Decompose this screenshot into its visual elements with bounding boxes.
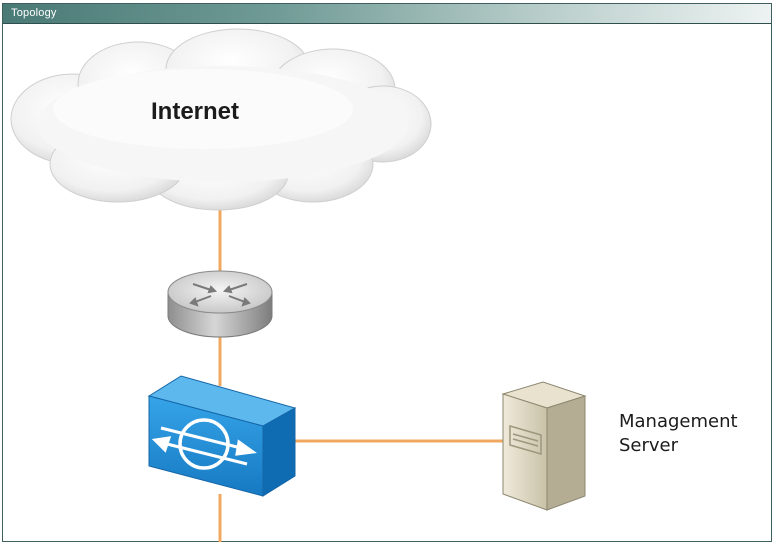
window-title: Topology — [11, 7, 57, 19]
management-server-label-line1: Management — [619, 411, 738, 432]
internet-label: Internet — [151, 98, 240, 125]
management-server-label: Management Server — [619, 410, 769, 458]
topology-canvas: Internet Management Server — [3, 24, 771, 542]
topology-window: Topology — [2, 3, 772, 542]
server-icon — [501, 381, 587, 511]
management-server-label-line2: Server — [619, 435, 679, 456]
title-bar[interactable]: Topology — [3, 4, 771, 24]
multilayer-switch-icon — [147, 375, 297, 497]
cloud-icon — [10, 28, 432, 211]
topology-diagram — [10, 28, 587, 542]
router-icon — [167, 270, 273, 338]
